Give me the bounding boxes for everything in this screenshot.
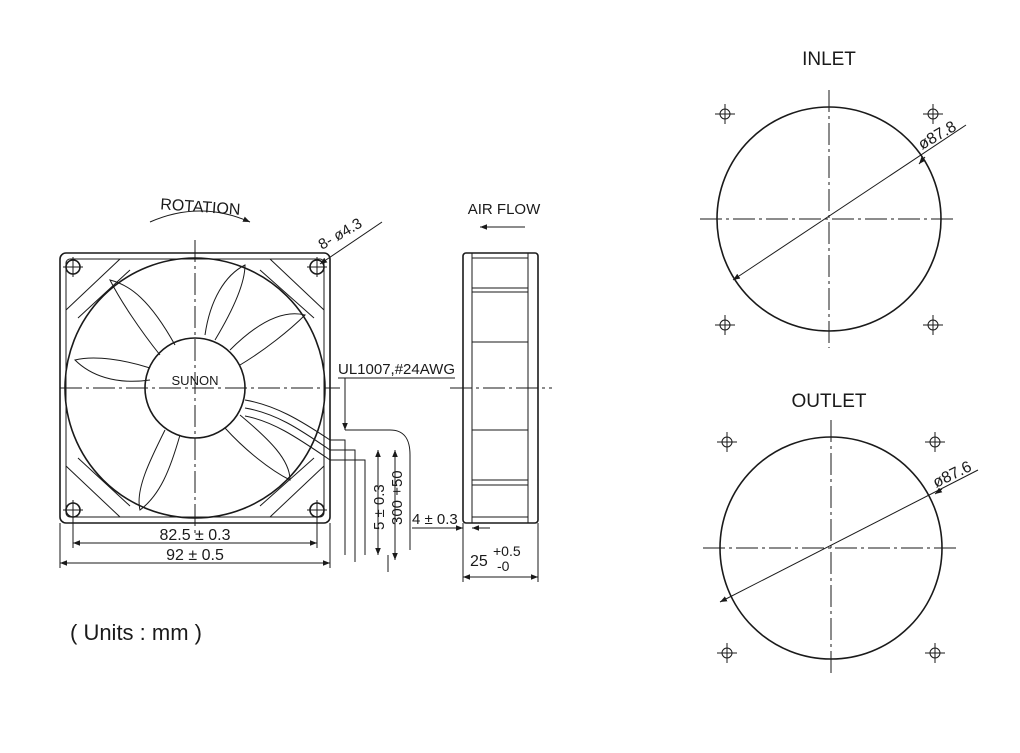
rotation-arrow — [149, 210, 251, 223]
hole-marker — [717, 643, 737, 663]
depth-dim-main: 25 — [470, 553, 488, 570]
fan-blades — [74, 264, 306, 511]
units-note: ( Units : mm ) — [70, 620, 202, 645]
lead-dim-label: 300 +50 — [389, 470, 406, 525]
offset-dim-label: 4 ± 0.3 — [412, 511, 458, 528]
outlet-view: OUTLET ø87.6 — [703, 391, 979, 675]
hole-callout-leader — [319, 221, 383, 265]
hole-marker — [925, 432, 945, 452]
inlet-view: INLET ø87.8 — [700, 49, 967, 348]
lead-wires — [244, 399, 411, 562]
cable-label: UL1007,#24AWG — [338, 361, 455, 378]
frame-width-dim-label: 92 ± 0.5 — [166, 547, 224, 564]
depth-dim-plus: +0.5 — [493, 543, 521, 559]
front-view: ROTATION SUNON — [59, 196, 455, 572]
mounting-hole — [63, 257, 83, 277]
hole-marker — [923, 315, 943, 335]
outlet-hole-markers — [717, 432, 945, 663]
outlet-title: OUTLET — [792, 391, 867, 412]
depth-dim-minus: -0 — [497, 558, 510, 574]
inlet-title: INLET — [802, 49, 856, 70]
side-blade-profiles — [471, 257, 529, 518]
mounting-hole — [307, 500, 327, 520]
mounting-hole — [63, 500, 83, 520]
hole-callout-label: 8- ø4.3 — [316, 215, 366, 253]
mounting-holes — [63, 257, 327, 520]
mounting-hole — [307, 257, 327, 277]
hole-pitch-dim-label: 82.5 ± 0.3 — [159, 527, 230, 544]
airflow-label: AIR FLOW — [468, 201, 541, 218]
corner-struts — [65, 258, 325, 518]
outlet-diameter-label: ø87.6 — [930, 458, 974, 491]
hole-marker — [925, 643, 945, 663]
hole-marker — [923, 104, 943, 124]
rotation-label: ROTATION — [160, 196, 241, 219]
hole-marker — [717, 432, 737, 452]
inlet-diameter-line — [732, 124, 967, 281]
inlet-hole-markers — [715, 104, 943, 335]
inlet-diameter-label: ø87.8 — [916, 118, 960, 153]
hole-marker — [715, 104, 735, 124]
side-view: AIR FLOW 4 ± 0.3 25 +0.5 -0 — [412, 201, 552, 582]
hole-marker — [715, 315, 735, 335]
strip-dim-label: 5 ± 0.3 — [371, 484, 388, 530]
